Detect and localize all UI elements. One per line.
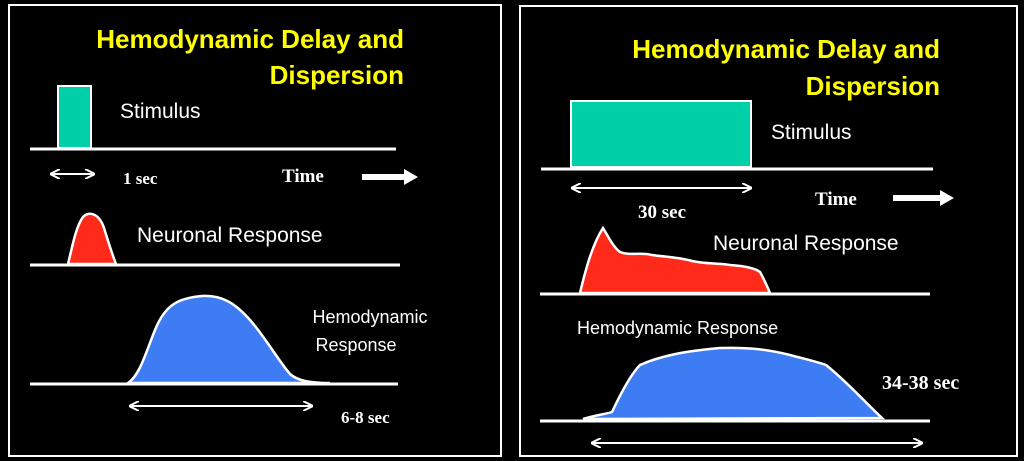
left-stimulus-duration: 1 sec bbox=[123, 169, 158, 188]
left-time-arrow-icon bbox=[362, 169, 418, 185]
left-hemodynamic-shape bbox=[123, 294, 331, 385]
right-hemodynamic-duration: 34-38 sec bbox=[882, 372, 959, 394]
right-stimulus-duration: 30 sec bbox=[638, 202, 686, 223]
right-title-line1: Hemodynamic Delay and bbox=[632, 34, 940, 64]
left-title-line1: Hemodynamic Delay and bbox=[96, 24, 404, 54]
left-neuronal-label: Neuronal Response bbox=[137, 224, 323, 247]
right-hemodynamic-shape bbox=[582, 346, 886, 421]
right-neuronal-label: Neuronal Response bbox=[713, 232, 899, 255]
left-stimulus-block bbox=[57, 85, 92, 149]
right-neuronal-shape bbox=[578, 225, 772, 295]
right-title-line2: Dispersion bbox=[806, 71, 940, 101]
right-panel-frame bbox=[519, 5, 1018, 457]
left-stimulus-label: Stimulus bbox=[120, 100, 201, 123]
right-hemodynamic-label: Hemodynamic Response bbox=[577, 318, 778, 338]
right-panel: Hemodynamic Delay and Dispersion Stimulu… bbox=[519, 5, 1018, 457]
left-hemodynamic-duration: 6-8 sec bbox=[341, 408, 390, 427]
left-hemodynamic-label-line2: Response bbox=[315, 335, 396, 355]
right-stimulus-label: Stimulus bbox=[771, 121, 852, 144]
left-hemodynamic-label-line1: Hemodynamic bbox=[312, 307, 427, 327]
right-stimulus-block bbox=[570, 100, 752, 168]
right-time-arrow-icon bbox=[893, 190, 954, 206]
left-panel-frame bbox=[8, 4, 502, 457]
left-title-line2: Dispersion bbox=[270, 60, 404, 90]
left-neuronal-shape bbox=[66, 212, 118, 266]
left-time-label: Time bbox=[282, 166, 324, 187]
left-panel: Hemodynamic Delay and Dispersion Stimulu… bbox=[8, 4, 502, 457]
right-time-label: Time bbox=[815, 189, 857, 210]
